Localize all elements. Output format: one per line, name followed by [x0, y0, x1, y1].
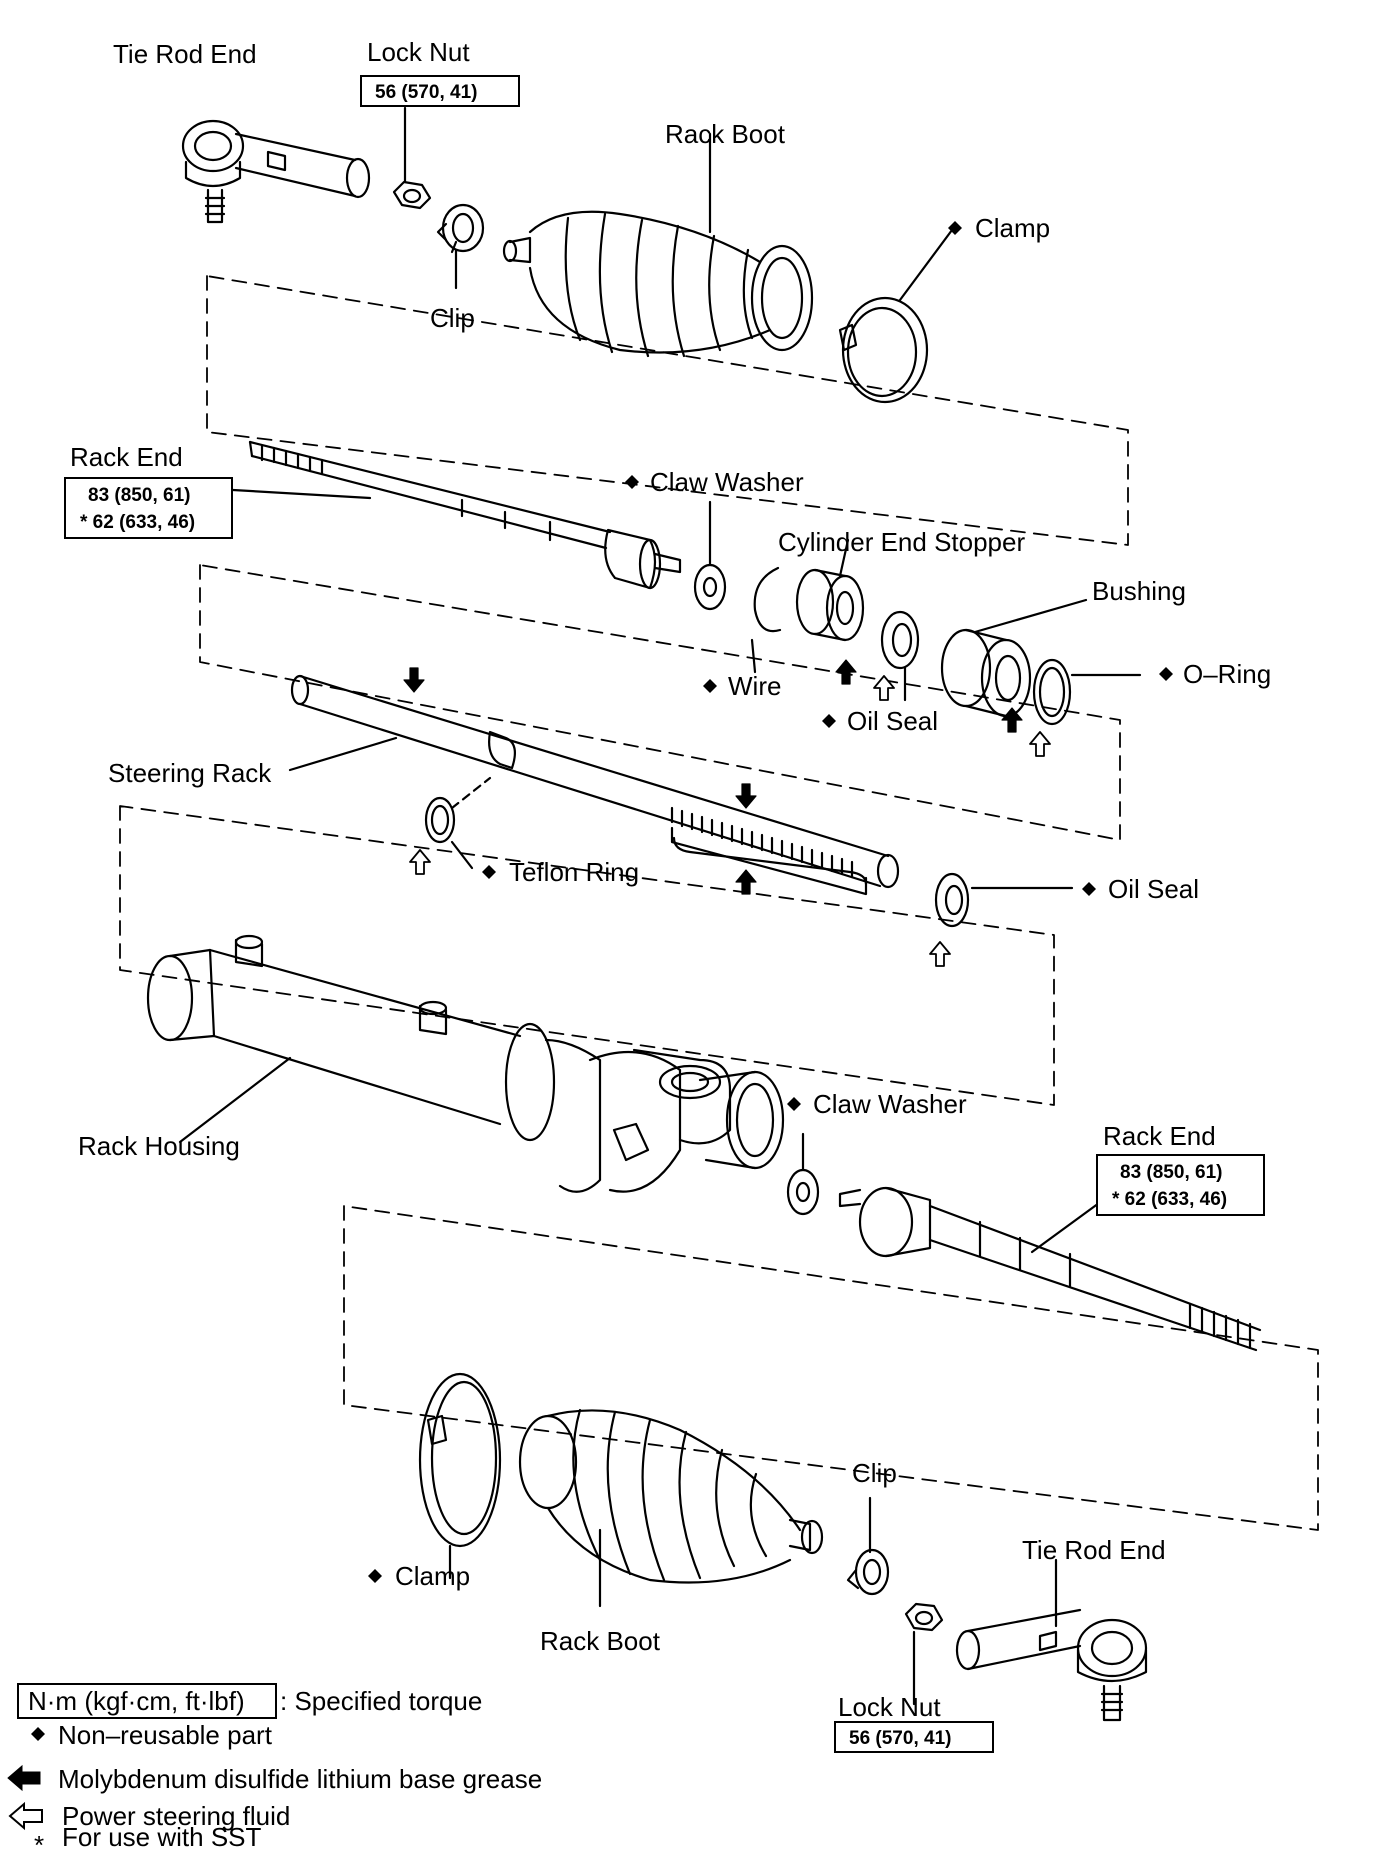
legend-non-reusable: Non–reusable part	[58, 1720, 273, 1750]
dashed-boundary-bottom	[343, 1205, 1319, 1531]
label-oil-seal-lower: Oil Seal	[1108, 874, 1199, 904]
oil-seal-upper	[880, 610, 920, 702]
claw-washer-top	[693, 500, 727, 611]
legend-torque-unit: N·m (kgf·cm, ft·lbf)	[28, 1686, 245, 1716]
ps-fluid-arrows	[409, 675, 1051, 967]
legend-torque-text: : Specified torque	[280, 1686, 482, 1716]
torque-rack-end-top-2: * 62 (633, 46)	[80, 512, 195, 533]
labels: Tie Rod End Lock Nut 56 (570, 41) Rack B…	[64, 37, 1271, 1753]
lock-nut-top	[392, 106, 432, 210]
label-lock-nut-top: Lock Nut	[367, 37, 470, 67]
label-claw-washer-top: Claw Washer	[650, 467, 804, 497]
legend: N·m (kgf·cm, ft·lbf) : Specified torque …	[7, 1683, 542, 1857]
legend-diamond-icon	[31, 1727, 45, 1741]
tie-rod-end-top	[181, 119, 371, 224]
claw-washer-bottom	[786, 1132, 820, 1216]
label-o-ring: O–Ring	[1183, 659, 1271, 689]
label-rack-boot-top: Rack Boot	[665, 119, 786, 149]
legend-solid-arrow-icon	[7, 1764, 41, 1792]
oil-seal-lower	[934, 872, 1074, 928]
clamp-bottom	[418, 1372, 502, 1580]
o-ring	[1032, 658, 1142, 726]
label-clip-bottom: Clip	[852, 1458, 897, 1488]
legend-outline-arrow-icon	[8, 1801, 43, 1831]
steering-rack	[288, 674, 900, 896]
label-tie-rod-end-bottom: Tie Rod End	[1022, 1535, 1166, 1565]
torque-rack-end-top-1: 83 (850, 61)	[88, 485, 190, 506]
torque-lock-nut-top: 56 (570, 41)	[375, 82, 477, 103]
label-steering-rack: Steering Rack	[108, 758, 272, 788]
wire	[750, 566, 782, 674]
moly-grease-arrows	[403, 659, 1023, 895]
label-rack-end-top: Rack End	[70, 442, 183, 472]
torque-lock-nut-bottom: 56 (570, 41)	[849, 1728, 951, 1749]
label-bushing: Bushing	[1092, 576, 1186, 606]
rack-teeth-bracket	[672, 836, 868, 886]
legend-ps-fluid: Power steering fluid	[62, 1801, 290, 1831]
clamp-top	[838, 228, 954, 404]
label-rack-housing: Rack Housing	[78, 1131, 240, 1161]
rack-housing	[146, 934, 785, 1193]
clip-bottom	[846, 1496, 890, 1596]
torque-rack-end-bottom-2: * 62 (633, 46)	[1112, 1189, 1227, 1210]
rack-end-top	[231, 440, 682, 590]
dashed-boundary-lower	[119, 805, 1055, 1106]
lock-nut-bottom	[904, 1602, 944, 1706]
label-oil-seal-upper: Oil Seal	[847, 706, 938, 736]
label-clamp-bottom: Clamp	[395, 1561, 470, 1591]
label-wire: Wire	[728, 671, 781, 701]
label-tie-rod-end-top: Tie Rod End	[113, 39, 257, 69]
tie-rod-end-bottom	[955, 1558, 1148, 1722]
clip-top	[436, 203, 485, 290]
cylinder-end-stopper	[795, 538, 865, 642]
dashed-boundary-middle	[199, 564, 1121, 841]
rack-boot-top	[502, 132, 814, 358]
label-cylinder-end-stopper: Cylinder End Stopper	[778, 527, 1025, 557]
rack-boot-bottom	[518, 1408, 824, 1608]
dashed-boundary-upper	[206, 275, 1129, 546]
label-lock-nut-bottom: Lock Nut	[838, 1692, 941, 1722]
teflon-ring	[424, 776, 492, 870]
label-rack-boot-bottom: Rack Boot	[540, 1626, 661, 1656]
label-clamp-top: Clamp	[975, 213, 1050, 243]
label-rack-end-bottom: Rack End	[1103, 1121, 1216, 1151]
torque-rack-end-bottom-1: 83 (850, 61)	[1120, 1162, 1222, 1183]
label-clip-top: Clip	[430, 303, 475, 333]
legend-moly-grease: Molybdenum disulfide lithium base grease	[58, 1764, 542, 1794]
legend-sst: For use with SST	[62, 1822, 262, 1852]
legend-sst-mark: *	[34, 1830, 44, 1852]
label-teflon-ring: Teflon Ring	[509, 857, 639, 887]
label-claw-washer-bottom: Claw Washer	[813, 1089, 967, 1119]
